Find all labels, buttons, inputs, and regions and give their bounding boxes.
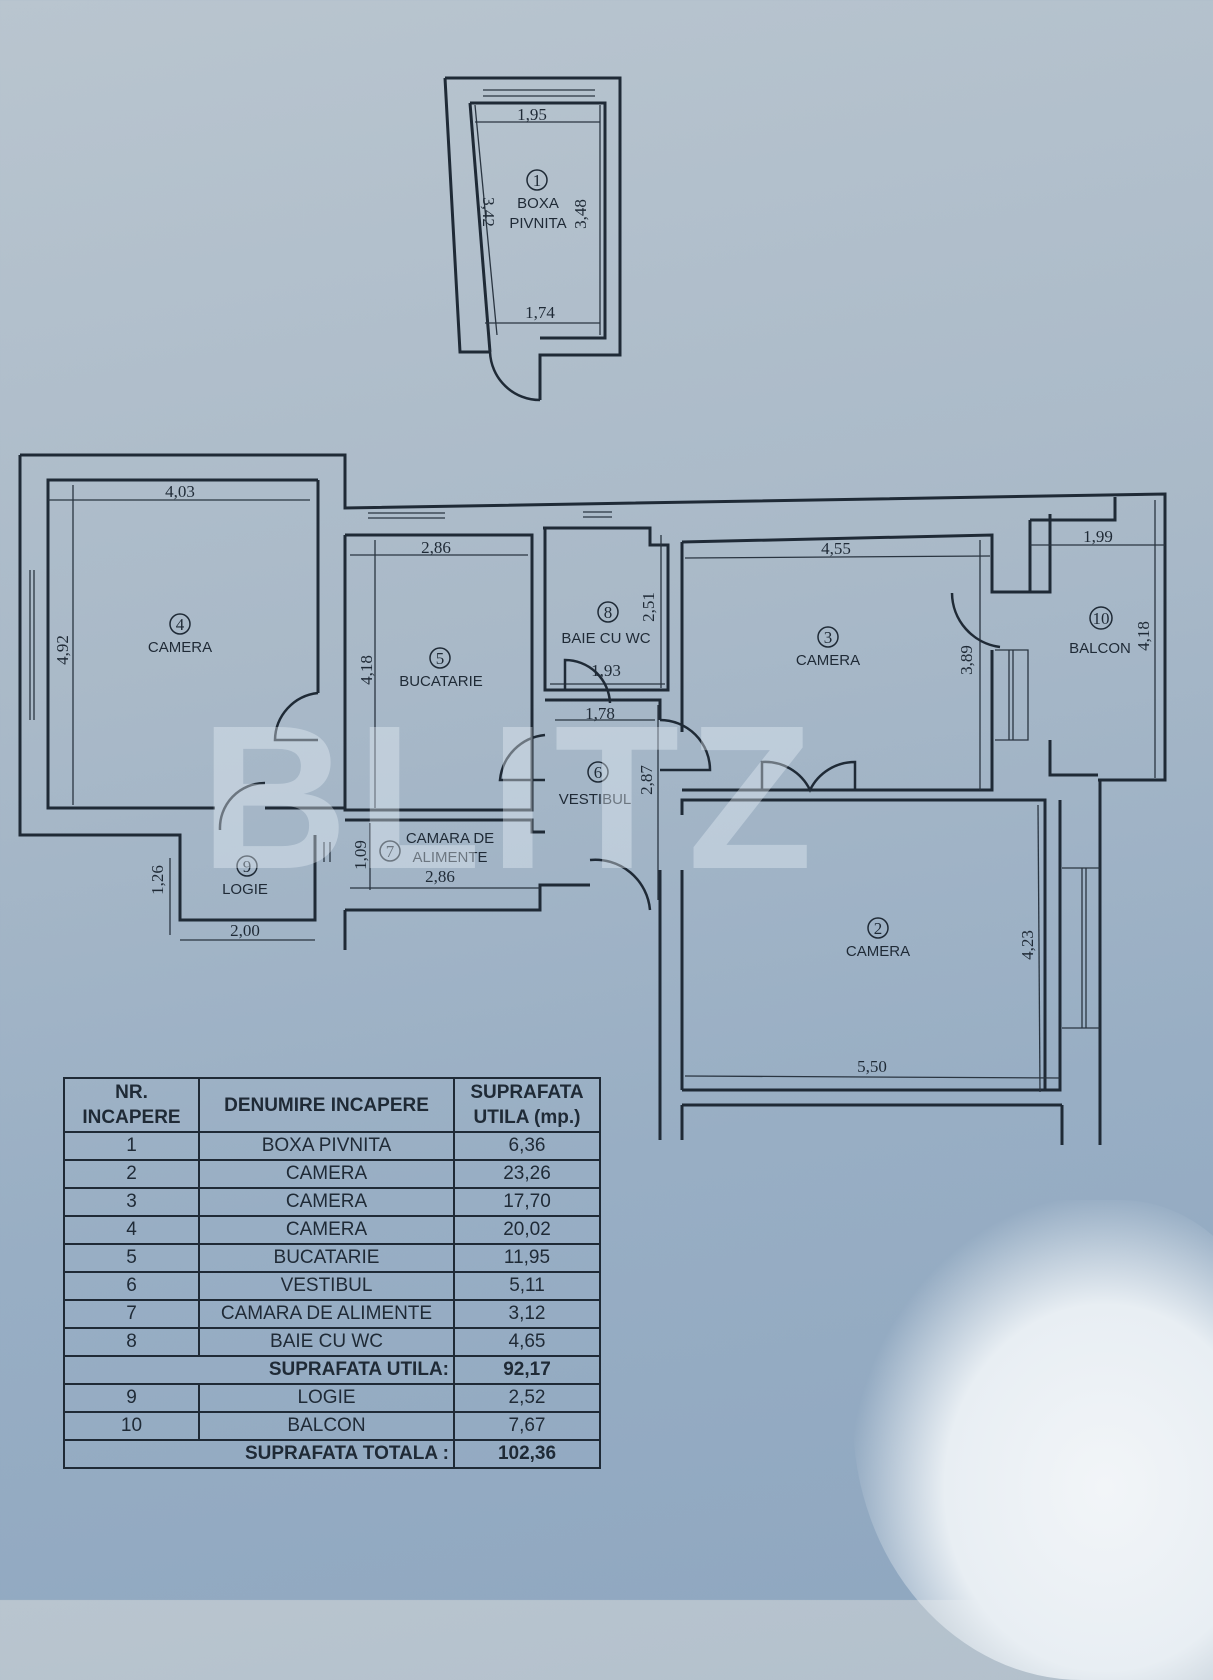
room-6-vestibul: 1,78 2,87 6 VESTIBUL: [498, 698, 712, 911]
room-4-camera: 4,03 4,92 4 CAMERA: [29, 478, 345, 810]
room-label-1a: BOXA: [517, 195, 559, 212]
dim-10-height: 4,18: [1134, 621, 1153, 651]
room-label-5: BUCATARIE: [399, 673, 483, 690]
dim-1-left: 3,42: [479, 197, 498, 227]
room-label-6: VESTIBUL: [559, 791, 632, 808]
dim-2-height: 4,23: [1018, 930, 1037, 960]
room-number-8: 8: [604, 603, 613, 622]
dim-9-width: 2,00: [230, 921, 260, 940]
dim-1-bottom: 1,74: [525, 303, 555, 322]
room-label-4: CAMERA: [148, 639, 212, 656]
room-label-2: CAMERA: [846, 943, 910, 960]
room-label-8: BAIE CU WC: [561, 630, 650, 647]
room-number-1: 1: [533, 171, 542, 190]
dim-5-height: 4,18: [357, 655, 376, 685]
dim-7-width: 2,86: [425, 867, 455, 886]
room-9-logie: 2,00 1,26 9 LOGIE: [148, 781, 315, 941]
dim-6-height: 2,87: [637, 765, 656, 795]
dim-1-right: 3,48: [571, 199, 590, 229]
room-7-camara: 2,86 1,09 7 CAMARA DE ALIMENTE: [323, 818, 545, 890]
dim-9-height: 1,26: [148, 865, 167, 895]
dim-2-width: 5,50: [857, 1057, 887, 1076]
room-3-camera: 4,55 3,89 3 CAMERA: [680, 514, 1052, 793]
total-row: SUPRAFATA TOTALA :102,36: [63, 1439, 601, 1469]
dim-5-width: 2,86: [421, 538, 451, 557]
room-label-1b: PIVNITA: [509, 215, 566, 232]
room-2-camera: 5,50 4,23 2 CAMERA: [680, 798, 1100, 1093]
room-number-10: 10: [1093, 609, 1110, 628]
room-number-5: 5: [436, 649, 445, 668]
room-number-7: 7: [386, 842, 395, 861]
dim-4-height: 4,92: [53, 635, 72, 665]
dim-6-width: 1,78: [585, 704, 615, 723]
dim-10-width: 1,99: [1083, 527, 1113, 546]
header-nr: NR.INCAPERE: [63, 1077, 200, 1133]
room-number-2: 2: [874, 919, 883, 938]
apartment-walls: [18, 453, 1167, 1145]
room-10-balcon: 1,99 4,18 10 BALCON: [1028, 497, 1165, 778]
dim-1-top: 1,95: [517, 105, 547, 124]
room-label-7b: ALIMENTE: [412, 849, 487, 866]
dim-3-width: 4,55: [821, 539, 851, 558]
floor-plan: 1,95 1,74 3,42 3,48 1 BOXA PIVNITA 4,03 …: [18, 76, 1167, 1145]
dim-3-height: 3,89: [957, 645, 976, 675]
room-number-3: 3: [824, 628, 833, 647]
room-number-6: 6: [594, 763, 603, 782]
room-1-boxa-pivnita: 1,95 1,74 3,42 3,48 1 BOXA PIVNITA: [443, 76, 622, 402]
subtotal-row: SUPRAFATA UTILA:92,17: [63, 1355, 601, 1385]
room-number-9: 9: [243, 857, 252, 876]
dim-8-width: 1,93: [591, 661, 621, 680]
room-5-bucatarie: 2,86 4,18 5 BUCATARIE: [343, 512, 534, 812]
room-label-3: CAMERA: [796, 652, 860, 669]
room-label-7a: CAMARA DE: [406, 830, 494, 847]
room-label-10: BALCON: [1069, 640, 1131, 657]
room-label-9: LOGIE: [222, 881, 268, 898]
room-8-baie: 1,93 2,51 8 BAIE CU WC: [543, 511, 670, 704]
room-number-4: 4: [176, 615, 185, 634]
dim-4-width: 4,03: [165, 482, 195, 501]
dim-7-height: 1,09: [351, 840, 370, 870]
dim-8-height: 2,51: [639, 592, 658, 622]
header-name: DENUMIRE INCAPERE: [198, 1077, 455, 1133]
